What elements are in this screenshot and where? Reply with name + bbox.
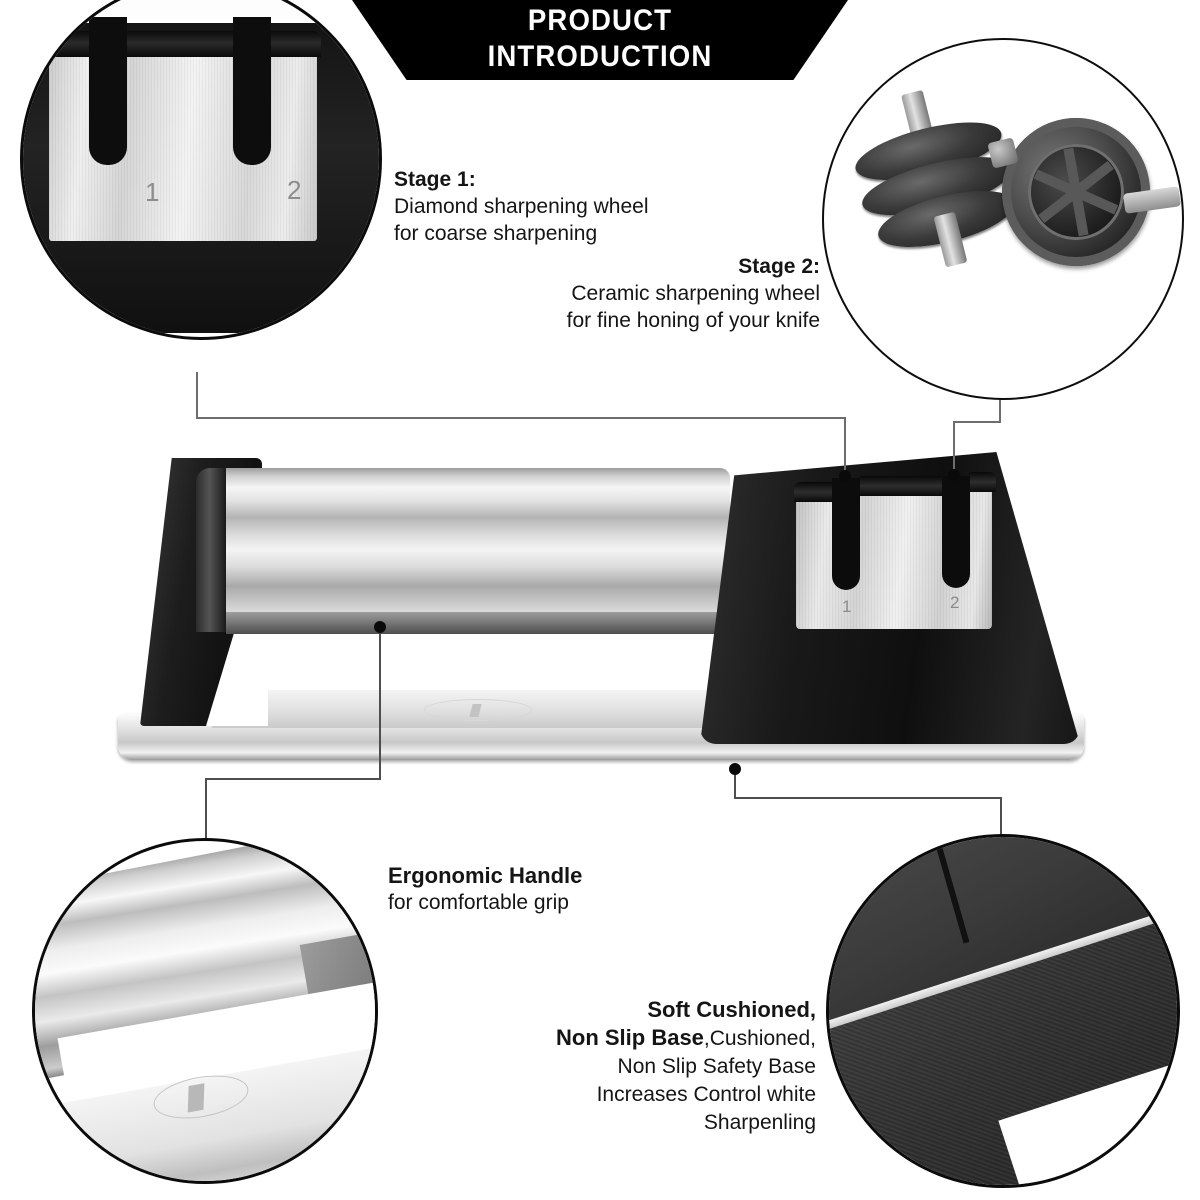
detail-circle-ergonomic-handle bbox=[32, 838, 378, 1184]
product-base-logo-mark bbox=[424, 699, 532, 721]
product-slot-label-2: 2 bbox=[950, 593, 960, 612]
leader-line-stage1-vertical-a bbox=[196, 372, 198, 418]
callout-handle-heading: Ergonomic Handle bbox=[388, 863, 583, 888]
detail-tl-slot-1 bbox=[89, 17, 127, 165]
callout-base-heading2-row: Non Slip Base,Cushioned, bbox=[420, 1024, 816, 1053]
leader-line-stage1-horizontal bbox=[196, 417, 846, 419]
leader-line-base-vertical-b bbox=[1000, 797, 1002, 841]
leader-dot-handle bbox=[374, 621, 386, 633]
leader-dot-base bbox=[729, 763, 741, 775]
product-head-ridge-center bbox=[856, 476, 946, 496]
detail-tl-slot-label-1: 1 bbox=[145, 177, 160, 207]
callout-stage1-heading: Stage 1: bbox=[394, 168, 476, 191]
leader-line-handle-vertical-a bbox=[379, 627, 381, 779]
callout-base-line3: Increases Control white bbox=[596, 1083, 816, 1106]
product-sharpening-slot-2 bbox=[942, 476, 970, 588]
detail-tl-black-body: 1 2 bbox=[23, 17, 379, 333]
callout-base-heading2: Non Slip Base bbox=[556, 1025, 704, 1050]
callout-stage2-line2: for fine honing of your knife bbox=[566, 309, 820, 332]
detail-circle-nonslip-base bbox=[826, 834, 1180, 1188]
leader-line-stage2-vertical-a bbox=[999, 390, 1001, 422]
product-slot-label-1: 1 bbox=[842, 597, 852, 616]
product-steel-handle bbox=[196, 468, 730, 632]
product-sharpening-slot-1 bbox=[832, 478, 860, 590]
leader-line-base-vertical-a bbox=[734, 769, 736, 798]
leader-line-handle-vertical-b bbox=[205, 778, 207, 840]
header-banner: PRODUCT INTRODUCTION bbox=[352, 0, 848, 80]
leader-line-base-horizontal bbox=[734, 797, 1002, 799]
detail-circle-sharpening-wheels bbox=[822, 38, 1184, 400]
callout-text-stage2: Stage 2: Ceramic sharpening wheel for fi… bbox=[420, 253, 820, 334]
leader-dot-stage2 bbox=[948, 469, 960, 481]
leader-line-stage2-horizontal bbox=[953, 421, 1001, 423]
detail-tl-slot-label-2: 2 bbox=[287, 175, 302, 205]
callout-base-line1: ,Cushioned, bbox=[703, 1027, 816, 1050]
callout-text-stage1: Stage 1: Diamond sharpening wheel for co… bbox=[394, 166, 649, 247]
callout-stage2-line1: Ceramic sharpening wheel bbox=[571, 282, 820, 305]
leader-dot-stage1 bbox=[839, 470, 851, 482]
detail-tl-slot-2 bbox=[233, 17, 271, 165]
product-head-ridge-right bbox=[966, 472, 996, 492]
callout-stage1-line2: for coarse sharpening bbox=[394, 222, 598, 245]
callout-text-ergonomic-handle: Ergonomic Handle for comfortable grip bbox=[388, 862, 582, 916]
detail-tl-ridge-right bbox=[263, 31, 321, 57]
callout-stage1-line1: Diamond sharpening wheel bbox=[394, 195, 649, 218]
callout-handle-line1: for comfortable grip bbox=[388, 891, 569, 914]
leader-line-handle-horizontal bbox=[205, 778, 381, 780]
callout-stage2-heading: Stage 2: bbox=[738, 255, 820, 278]
product-head-ridge-left bbox=[794, 482, 836, 502]
header-title-line1: PRODUCT bbox=[527, 4, 673, 37]
leader-line-stage1-vertical-b bbox=[844, 417, 846, 474]
callout-base-line4: Sharpenling bbox=[703, 1111, 816, 1134]
product-handle-left-cap bbox=[196, 468, 226, 632]
leader-line-stage2-vertical-b bbox=[953, 421, 955, 473]
header-banner-text: PRODUCT INTRODUCTION bbox=[372, 3, 828, 75]
detail-tl-ridge-center bbox=[121, 31, 241, 57]
callout-base-heading1: Soft Cushioned, bbox=[647, 997, 816, 1022]
callout-base-line2: Non Slip Safety Base bbox=[617, 1055, 816, 1078]
product-handle-underside-shadow bbox=[226, 612, 726, 634]
detail-circle-sharpening-slots: 1 2 bbox=[20, 0, 382, 340]
header-title-line2: INTRODUCTION bbox=[487, 40, 713, 73]
callout-text-nonslip-base: Soft Cushioned, Non Slip Base,Cushioned,… bbox=[420, 996, 816, 1137]
